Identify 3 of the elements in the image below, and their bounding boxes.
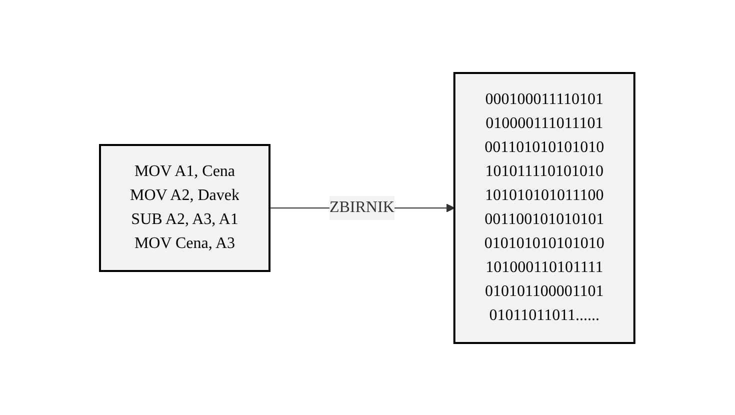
node-box: 000100011110101 010000111011101 001101010101010 101011110101010 101010101011100 001100101010101 010101010101010 101000110101111 010101100001101 01011011011......: [454, 72, 636, 344]
node-box: MOV A1, Cena MOV A2, Davek SUB A2, A3, A1 MOV Cena, A3: [99, 144, 271, 272]
edge-label: ZBIRNIK: [330, 198, 395, 216]
